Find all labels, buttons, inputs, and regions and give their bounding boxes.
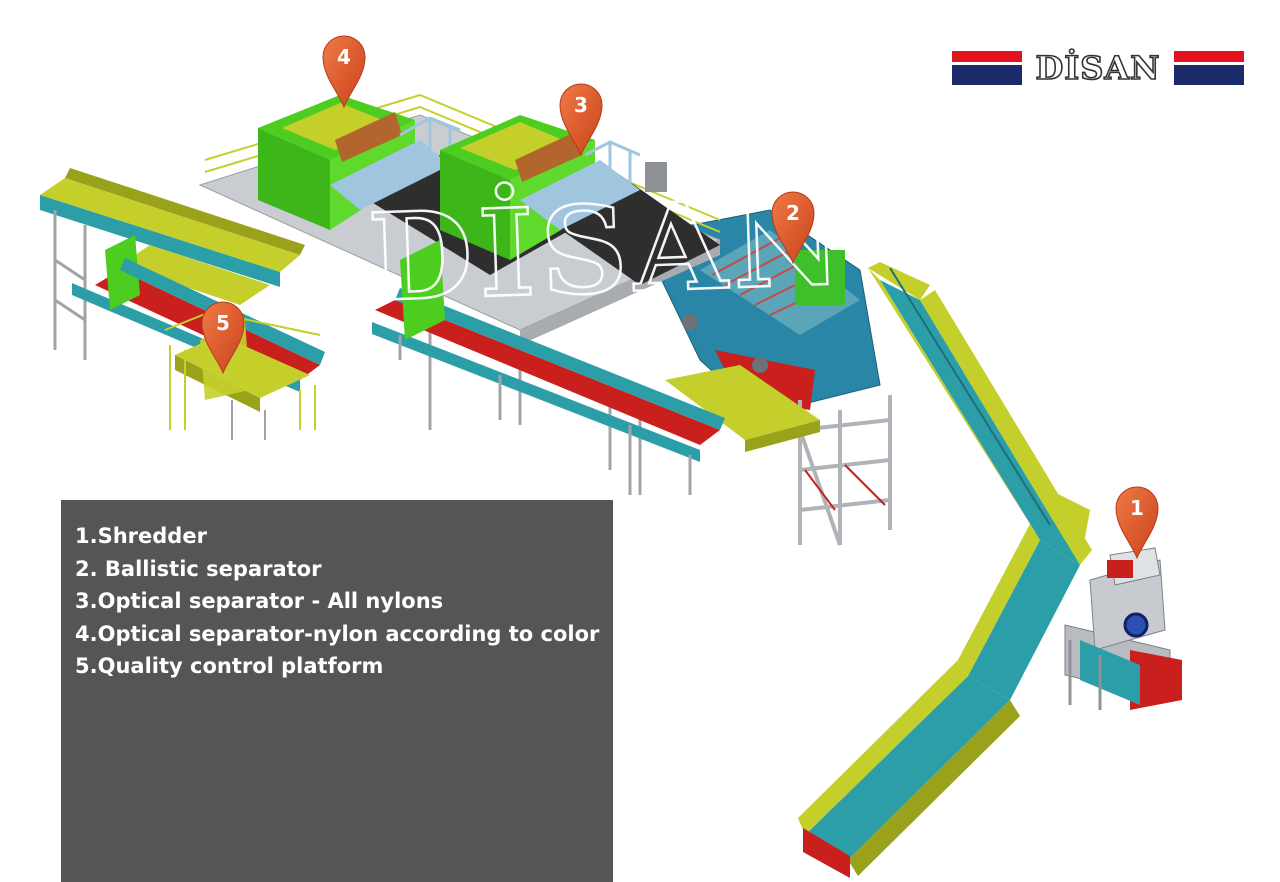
main-incline-conveyor: [798, 262, 1092, 878]
map-pin-icon: [771, 191, 815, 265]
marker-5: 5: [201, 301, 245, 375]
marker-label: 1: [1130, 496, 1144, 520]
marker-3: 3: [559, 83, 603, 157]
marker-2: 2: [771, 191, 815, 265]
marker-4: 4: [322, 35, 366, 109]
logo-stripe-left: [952, 51, 1022, 85]
optical-separator-3: [440, 115, 720, 285]
logo-stripe-right: [1174, 51, 1244, 85]
marker-label: 4: [337, 45, 351, 69]
legend-item-shredder: 1.Shredder: [75, 524, 207, 548]
middle-output-conveyor: [372, 240, 725, 495]
disan-logo: DİSAN: [952, 46, 1244, 90]
map-pin-icon: [322, 35, 366, 109]
legend-panel: 1.Shredder 2. Ballistic separator 3.Opti…: [61, 500, 613, 882]
brand-watermark: DİSAN: [366, 170, 850, 329]
legend-item-quality-control: 5.Quality control platform: [75, 654, 384, 678]
map-pin-icon: [201, 301, 245, 375]
map-pin-icon: [1115, 486, 1159, 560]
marker-label: 5: [216, 311, 230, 335]
marker-label: 2: [786, 201, 800, 225]
legend-item-optical-separator-color: 4.Optical separator-nylon according to c…: [75, 621, 600, 646]
marker-1: 1: [1115, 486, 1159, 560]
marker-label: 3: [574, 93, 588, 117]
legend-item-optical-separator-all-nylons: 3.Optical separator - All nylons: [75, 589, 444, 613]
markers-layer: 1 2 3 4 5: [201, 35, 1159, 560]
shredder-machine: [1064, 547, 1182, 710]
legend-list: 1.Shredder 2. Ballistic separator 3.Opti…: [75, 520, 599, 683]
left-upper-conveyor: [40, 168, 305, 360]
map-pin-icon: [559, 83, 603, 157]
logo-text: DİSAN: [1035, 48, 1161, 88]
legend-item-ballistic-separator: 2. Ballistic separator: [75, 556, 322, 581]
